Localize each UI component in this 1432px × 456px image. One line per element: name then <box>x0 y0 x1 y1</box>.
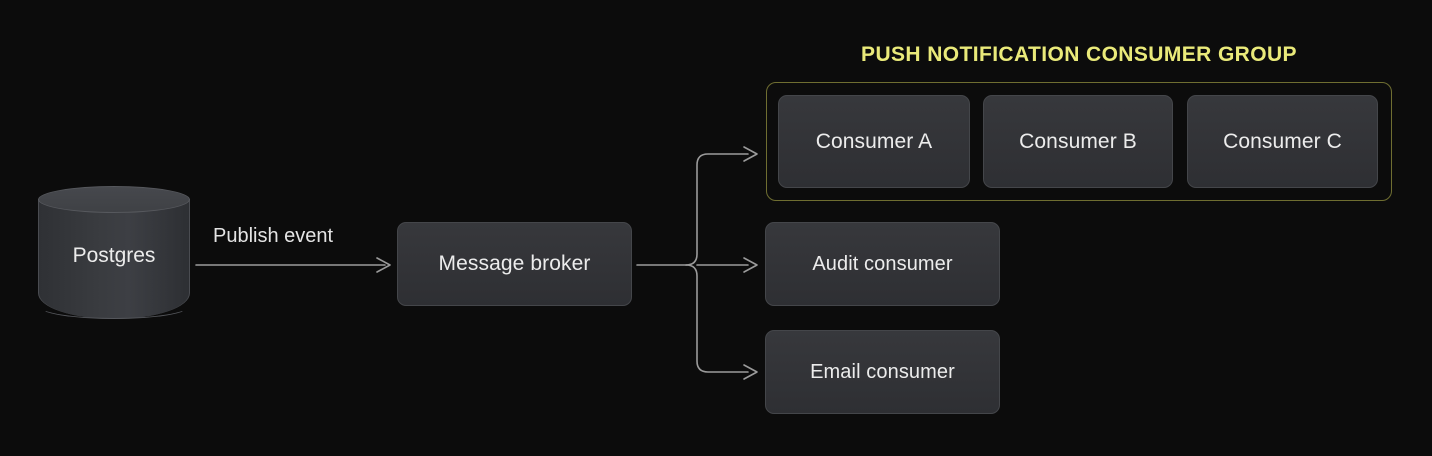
consumer-c-node[interactable]: Consumer C <box>1187 95 1378 188</box>
arrowhead-postgres-to-broker <box>376 257 391 273</box>
email-consumer-node[interactable]: Email consumer <box>765 330 1000 414</box>
arrowhead-to-consumer-group <box>743 146 758 162</box>
consumer-a-node[interactable]: Consumer A <box>778 95 970 188</box>
publish-event-label: Publish event <box>213 225 334 247</box>
consumer-b-node[interactable]: Consumer B <box>983 95 1173 188</box>
arrowhead-to-email-consumer <box>743 364 758 380</box>
consumer-group-title: PUSH NOTIFICATION CONSUMER GROUP <box>861 43 1297 66</box>
message-broker-node[interactable]: Message broker <box>397 222 632 306</box>
audit-consumer-node[interactable]: Audit consumer <box>765 222 1000 306</box>
edge-junction-to-consumer-group <box>685 153 749 266</box>
consumer-group-container <box>766 82 1392 201</box>
arrowhead-to-audit-consumer <box>743 257 758 273</box>
postgres-database-node[interactable]: Postgres <box>38 186 190 333</box>
edge-junction-to-email-consumer <box>685 264 749 373</box>
cylinder-bottom-rim <box>38 293 190 319</box>
cylinder-top-ellipse <box>38 186 190 213</box>
postgres-label: Postgres <box>72 244 156 267</box>
